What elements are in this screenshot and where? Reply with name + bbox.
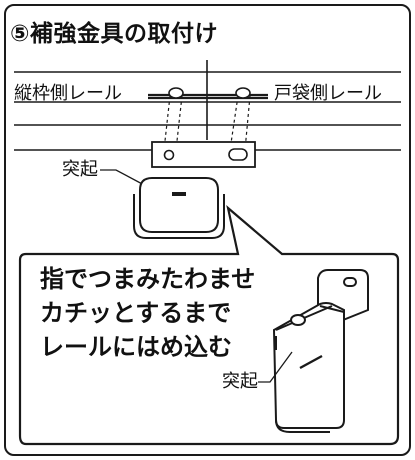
protrusion-bottom-leader	[258, 351, 293, 383]
protrusion-label-bottom: 突起	[222, 371, 258, 392]
left-rail-label: 縦枠側レール	[14, 83, 122, 104]
callout-line-2: カチッとするまで	[40, 299, 232, 327]
protrusion-top-leader	[100, 169, 147, 187]
bracket-plate	[151, 141, 256, 168]
screw-right-icon	[235, 87, 251, 99]
bracket-hole-icon	[163, 149, 175, 161]
rail-cap-part	[133, 177, 225, 239]
right-rail-label: 戸袋側レール	[274, 83, 382, 104]
bracket-slot-icon	[228, 148, 248, 161]
diagram-title: ⑤補強金具の取付け	[10, 21, 218, 47]
protrusion-label-top: 突起	[62, 159, 98, 180]
callout-instruction: 指でつまみたわませ カチッとするまで レールにはめ込む	[40, 262, 255, 364]
screw-left-icon	[168, 87, 184, 99]
callout-line-3: レールにはめ込む	[40, 333, 232, 361]
diagram-frame	[4, 4, 411, 456]
callout-line-1: 指でつまみたわませ	[40, 265, 256, 293]
clip-detail	[272, 269, 369, 433]
